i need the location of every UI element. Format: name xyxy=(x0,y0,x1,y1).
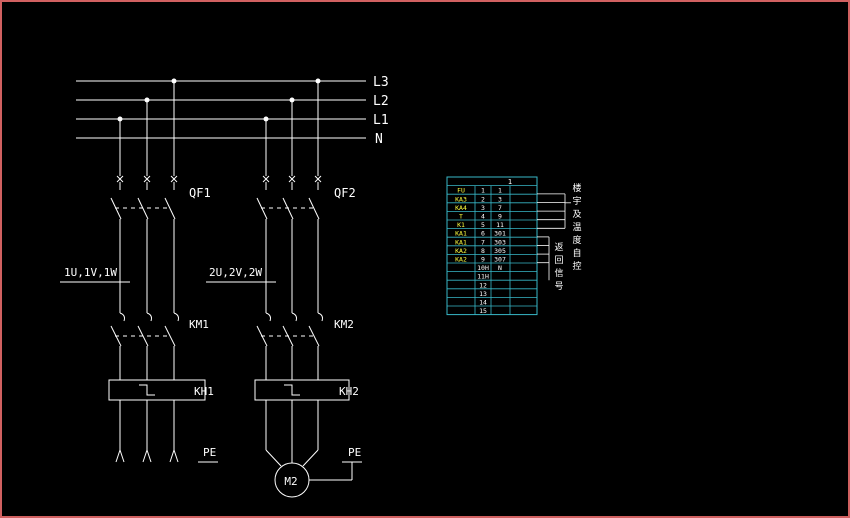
pe-label-1: PE xyxy=(203,446,216,459)
contactor-label-km1: KM1 xyxy=(189,318,209,331)
table-cell-terminal: 3 xyxy=(481,204,485,212)
note-char: 回 xyxy=(554,255,563,266)
terminal-label-1: 1U,1V,1W xyxy=(64,266,117,279)
breaker-contact xyxy=(164,197,176,220)
table-cell-wire: 305 xyxy=(494,247,506,255)
table-cell-device: KA2 xyxy=(455,247,467,255)
contactor-arc xyxy=(146,312,152,322)
breaker-mark xyxy=(116,175,124,183)
table-cell-device: KA3 xyxy=(455,195,467,203)
pe-label-2: PE xyxy=(348,446,361,459)
table-cell-device: KA1 xyxy=(455,230,467,238)
table-cell-terminal: 11H xyxy=(477,273,489,281)
table-cell-terminal: 4 xyxy=(481,213,485,221)
table-cell-terminal: 2 xyxy=(481,195,485,203)
breaker-label-qf2: QF2 xyxy=(334,186,356,200)
table-cell-device: KA4 xyxy=(455,204,467,212)
overload-label-kh1: KH1 xyxy=(194,385,214,398)
table-cell-wire: 7 xyxy=(498,204,502,212)
breaker-mark xyxy=(288,175,296,183)
bus-label-n: N xyxy=(375,132,383,147)
note-char: 宇 xyxy=(572,195,581,207)
contactor-label-km2: KM2 xyxy=(334,318,354,331)
bus-label-l2: L2 xyxy=(373,94,389,109)
note-char: 度 xyxy=(572,234,581,246)
table-cell-wire: N xyxy=(498,264,502,272)
note-char: 号 xyxy=(554,281,563,292)
table-cell-terminal: 14 xyxy=(479,299,487,307)
overload-relay xyxy=(108,379,206,401)
breaker-mark xyxy=(143,175,151,183)
table-cell-terminal: 7 xyxy=(481,238,485,246)
table-cell-terminal: 5 xyxy=(481,221,485,229)
table-cell-wire: 301 xyxy=(494,230,506,238)
terminal-end xyxy=(169,449,175,463)
terminal-end xyxy=(119,449,125,463)
table-cell-terminal: 1 xyxy=(481,187,485,195)
breaker-contact xyxy=(308,197,320,220)
note-char: 及 xyxy=(572,209,581,220)
table-cell-device: K1 xyxy=(457,221,465,229)
table-header: 1 xyxy=(508,178,512,186)
note-char: 自 xyxy=(572,247,581,259)
table-cell-device: KA2 xyxy=(455,256,467,264)
wiring xyxy=(60,78,366,498)
note-char: 返 xyxy=(554,241,563,253)
overload-relay xyxy=(254,379,350,401)
table-cell-wire: 9 xyxy=(498,213,502,221)
bus-label-l3: L3 xyxy=(373,75,389,90)
contactor-contact xyxy=(308,325,320,347)
contactor-contact xyxy=(164,325,176,347)
table-cell-terminal: 9 xyxy=(481,256,485,264)
note-char: 温 xyxy=(572,222,581,233)
table-cell-wire: 303 xyxy=(494,238,506,246)
contactor-arc xyxy=(265,312,271,322)
breaker-mark xyxy=(262,175,270,183)
table-cell-device: KA1 xyxy=(455,238,467,246)
table-cell-terminal: 12 xyxy=(479,281,487,289)
terminal-end xyxy=(173,449,179,463)
breaker-label-qf1: QF1 xyxy=(189,186,211,200)
table-cell-terminal: 15 xyxy=(479,307,487,315)
note-char: 控 xyxy=(572,260,581,272)
bus-label-l1: L1 xyxy=(373,113,389,128)
table-cell-device: FU xyxy=(457,187,465,195)
terminal-end xyxy=(115,449,121,463)
terminal-end xyxy=(142,449,148,463)
table-cell-terminal: 8 xyxy=(481,247,485,255)
contactor-arc xyxy=(119,312,125,322)
table-cell-wire: 3 xyxy=(498,195,502,203)
terminal-label-2: 2U,2V,2W xyxy=(209,266,262,279)
table-cell-terminal: 13 xyxy=(479,290,487,298)
overload-element xyxy=(284,384,300,396)
motor-feed xyxy=(302,449,319,467)
table-cell-wire: 11 xyxy=(496,221,504,229)
contactor-arc xyxy=(291,312,297,322)
table-cell-wire: 1 xyxy=(498,187,502,195)
contactor-arc xyxy=(173,312,179,322)
breaker-mark xyxy=(314,175,322,183)
contactor-arc xyxy=(317,312,323,322)
breaker-mark xyxy=(170,175,178,183)
overload-label-kh2: KH2 xyxy=(339,385,359,398)
motor-label-m2: M2 xyxy=(284,475,297,488)
overload-element xyxy=(139,384,155,396)
note-char: 信 xyxy=(554,267,563,279)
motor-feed xyxy=(265,449,282,467)
note-char: 楼 xyxy=(572,182,581,194)
terminal-end xyxy=(146,449,152,463)
table-cell-terminal: 6 xyxy=(481,230,485,238)
table-cell-terminal: 10H xyxy=(477,264,489,272)
table-cell-wire: 307 xyxy=(494,256,506,264)
table-cell-device: T xyxy=(459,213,463,221)
